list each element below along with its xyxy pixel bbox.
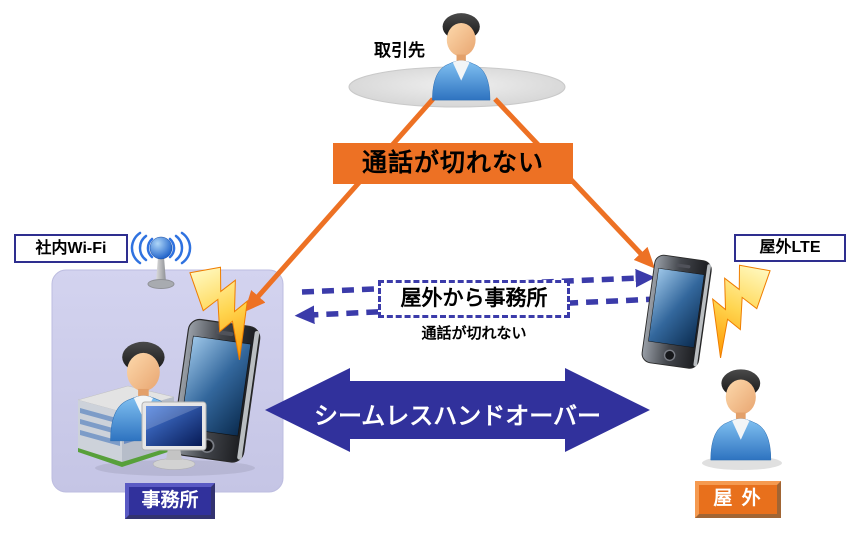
smartphone-icon xyxy=(640,253,714,371)
call-banner: 通話が切れない xyxy=(333,143,573,184)
handover-route-box: 屋外から事務所 xyxy=(378,280,570,318)
handover-route-subtext: 通話が切れない xyxy=(421,325,527,342)
dashed-arrow-to-office xyxy=(294,296,659,325)
desktop-computer-icon xyxy=(141,401,207,470)
handover-arrow-label: シームレスハンドオーバー xyxy=(313,403,602,430)
lte-label-box: 屋外LTE xyxy=(734,234,846,262)
seamless-handover-arrow xyxy=(265,368,650,452)
person-icon xyxy=(710,368,772,461)
outdoor-badge: 屋 外 xyxy=(695,481,781,518)
partner-label: 取引先 xyxy=(374,41,425,60)
wifi-label-box: 社内Wi-Fi xyxy=(14,234,128,263)
wifi-antenna-icon xyxy=(130,231,192,289)
office-badge: 事務所 xyxy=(125,483,215,519)
call-line-left-arrow xyxy=(244,97,435,312)
